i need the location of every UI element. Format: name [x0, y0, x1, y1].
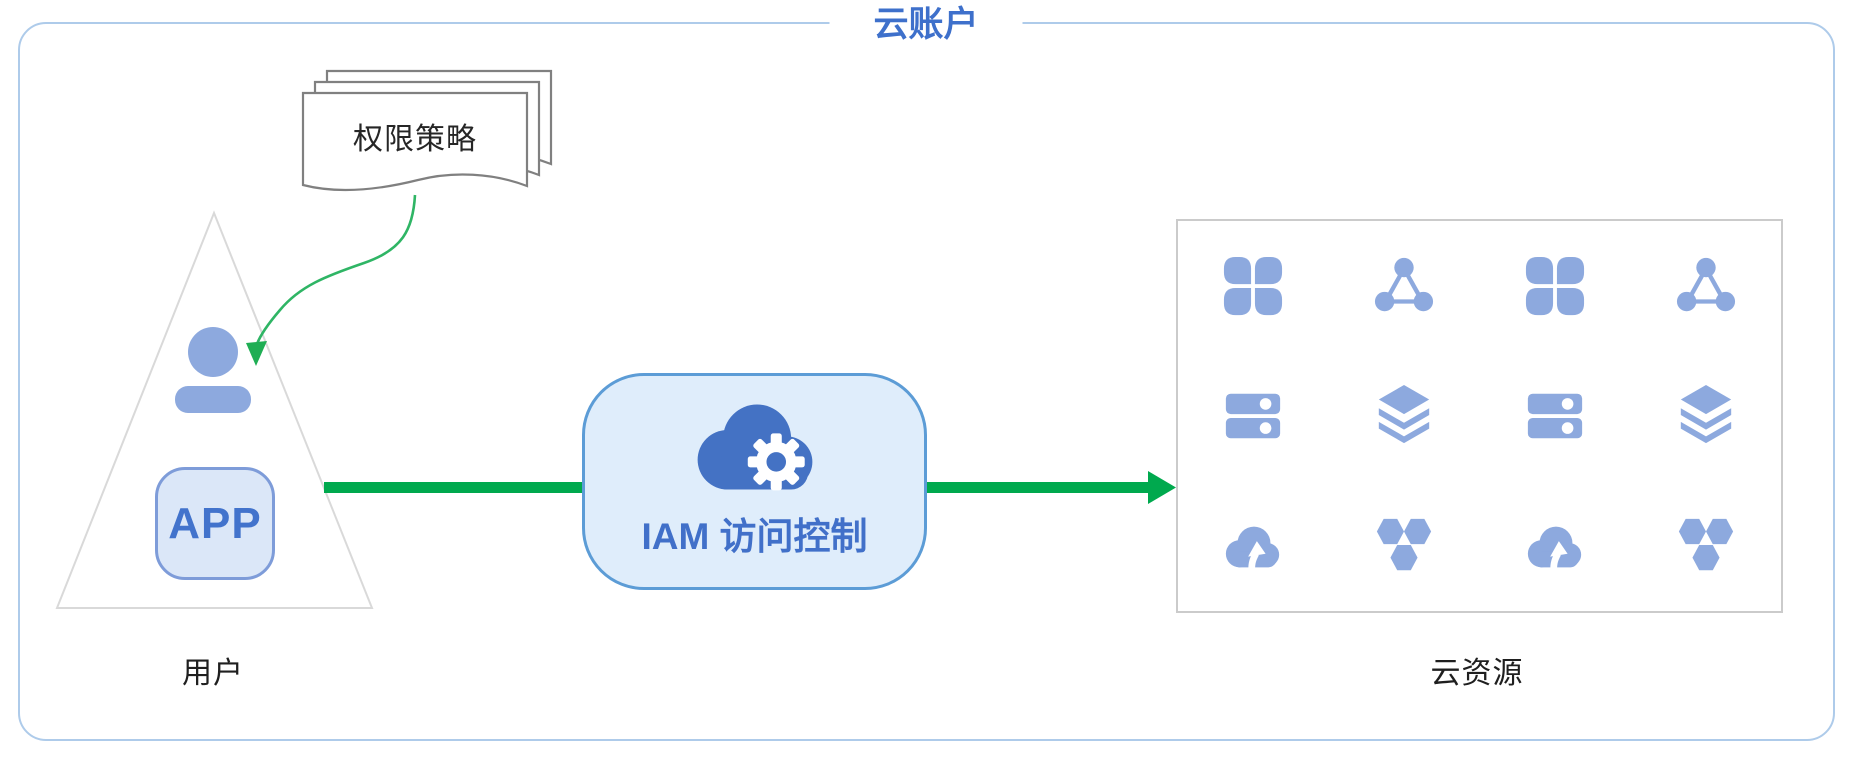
molecule-icon: [1630, 221, 1781, 351]
resource-grid: [1178, 221, 1781, 611]
layers-icon: [1329, 351, 1480, 481]
cloud-account-title: 云账户: [829, 2, 1023, 48]
clover-icon: [1480, 221, 1631, 351]
app-node: APP: [155, 467, 275, 580]
user-caption: 用户: [182, 657, 244, 690]
user-to-iam-arrow: [324, 482, 582, 493]
cloud-gear-icon: [697, 404, 812, 491]
iam-to-resources-arrow: [927, 471, 1176, 504]
policy-to-user-arrow: [246, 194, 417, 366]
server-icon: [1480, 351, 1631, 481]
clover-icon: [1178, 221, 1329, 351]
molecule-icon: [1329, 221, 1480, 351]
policy-doc-stack: [301, 69, 553, 192]
app-label: APP: [168, 498, 262, 548]
person-icon: [175, 327, 251, 413]
layers-icon: [1630, 351, 1781, 481]
hexagon-cluster-icon: [1630, 481, 1781, 611]
iam-label: IAM 访问控制: [641, 516, 868, 557]
cloud-resources-box: [1176, 219, 1783, 613]
hexagon-cluster-icon: [1329, 481, 1480, 611]
server-icon: [1178, 351, 1329, 481]
cloud-upload-icon: [1480, 481, 1631, 611]
iam-node: IAM 访问控制: [582, 373, 927, 590]
cloud-upload-icon: [1178, 481, 1329, 611]
cloud-resources-caption: 云资源: [1430, 657, 1524, 690]
policy-doc-label: 权限策略: [353, 123, 477, 156]
